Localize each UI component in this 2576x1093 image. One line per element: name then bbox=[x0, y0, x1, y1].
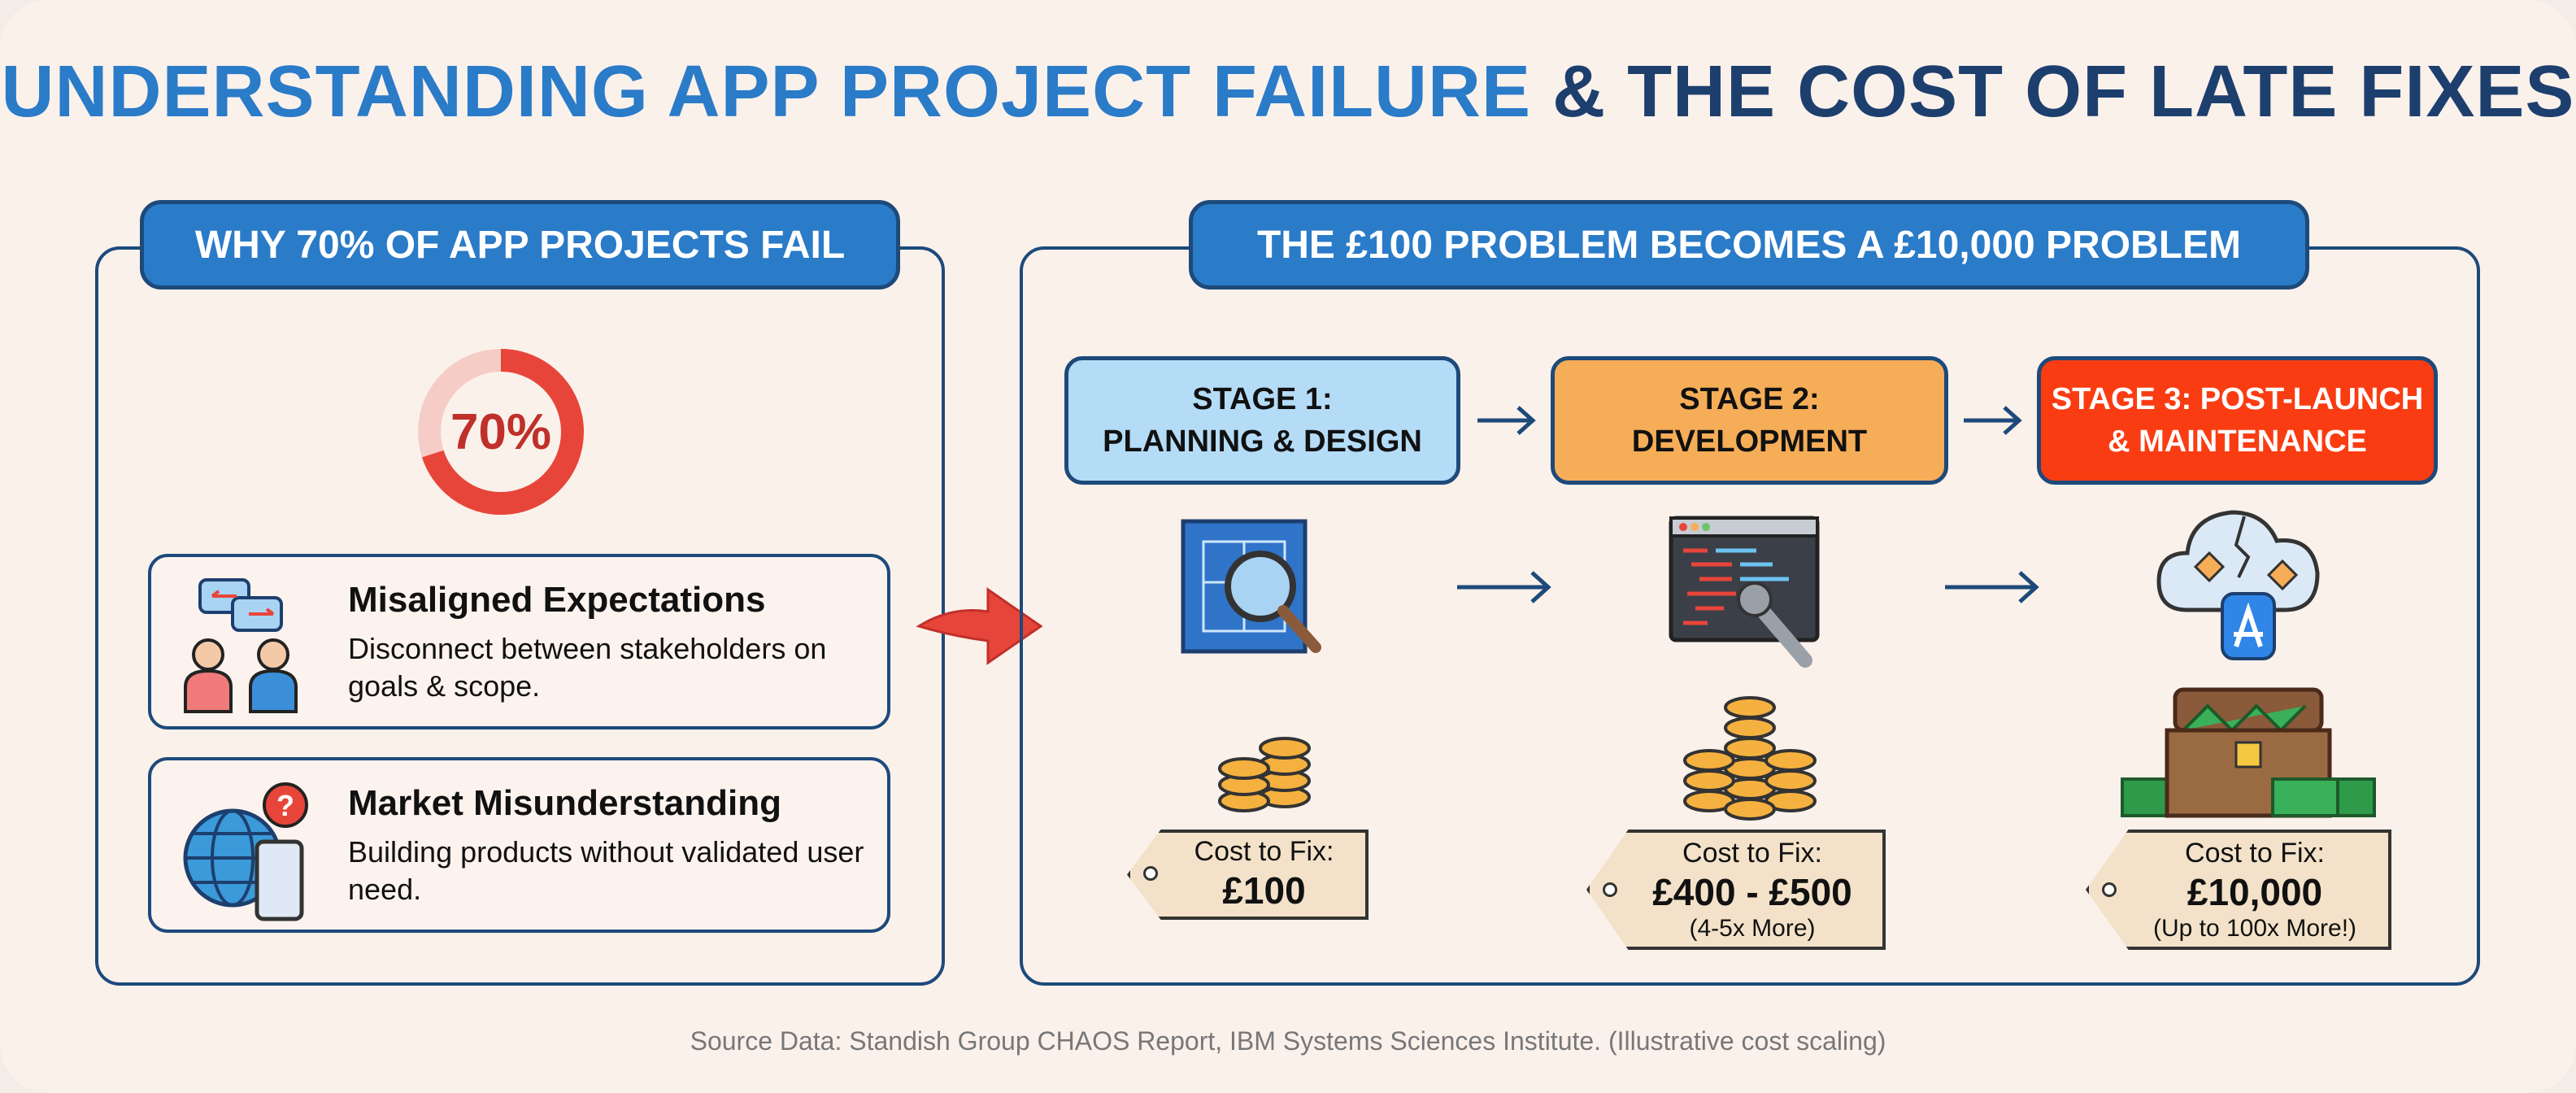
coins-stacks-icon bbox=[1683, 696, 1817, 821]
reason-title: Misaligned Expectations bbox=[348, 580, 766, 620]
reason-desc: Disconnect between stakeholders on goals… bbox=[348, 632, 827, 703]
cloud-bug-appstore-icon bbox=[2156, 510, 2320, 660]
coins-small-icon bbox=[1218, 737, 1311, 812]
arrow-right-icon bbox=[1477, 406, 1536, 435]
tag-hole-icon bbox=[1603, 882, 1617, 897]
blueprint-magnifier-icon bbox=[1181, 519, 1321, 654]
arrow-right-icon bbox=[1964, 406, 2022, 435]
reason-card-misaligned: Misaligned Expectations Disconnect betwe… bbox=[148, 554, 890, 729]
reason-title: Market Misunderstanding bbox=[348, 783, 781, 823]
failure-panel-header: WHY 70% OF APP PROJECTS FAIL bbox=[140, 200, 900, 290]
tag-hole-icon bbox=[1143, 866, 1158, 881]
reason-desc: Building products without validated user… bbox=[348, 835, 864, 906]
svg-text:?: ? bbox=[276, 789, 294, 822]
treasure-chest-money-icon bbox=[2121, 687, 2376, 818]
stage-1-box: STAGE 1:PLANNING & DESIGN bbox=[1064, 356, 1460, 485]
cost-tag-stage-1: Cost to Fix:£100 bbox=[1127, 830, 1368, 920]
page-title: UNDERSTANDING APP PROJECT FAILURE & THE … bbox=[1, 51, 2575, 133]
code-wrench-icon bbox=[1669, 516, 1820, 668]
failure-donut: 70% bbox=[418, 349, 584, 515]
stage-2-box: STAGE 2:DEVELOPMENT bbox=[1551, 356, 1948, 485]
cost-tag-stage-3: Cost to Fix:£10,000(Up to 100x More!) bbox=[2086, 830, 2391, 950]
donut-label: 70% bbox=[450, 404, 551, 460]
donut-arc bbox=[418, 349, 584, 515]
arrow-right-icon bbox=[1457, 571, 1551, 603]
tag-hole-icon bbox=[2102, 882, 2117, 897]
arrow-right-icon bbox=[1945, 571, 2039, 603]
stakeholders-chat-icon bbox=[184, 578, 298, 713]
cost-panel-header: THE £100 PROBLEM BECOMES A £10,000 PROBL… bbox=[1189, 200, 2309, 290]
transition-arrow-icon bbox=[916, 587, 1043, 665]
globe-phone-question-icon: ? bbox=[183, 782, 308, 921]
source-footnote: Source Data: Standish Group CHAOS Report… bbox=[690, 1026, 1886, 1056]
stage-3-box: STAGE 3: POST-LAUNCH& MAINTENANCE bbox=[2037, 356, 2438, 485]
reason-card-market: ? Market Misunderstanding Building produ… bbox=[148, 757, 890, 933]
cost-tag-stage-2: Cost to Fix:£400 - £500(4-5x More) bbox=[1586, 830, 1886, 950]
